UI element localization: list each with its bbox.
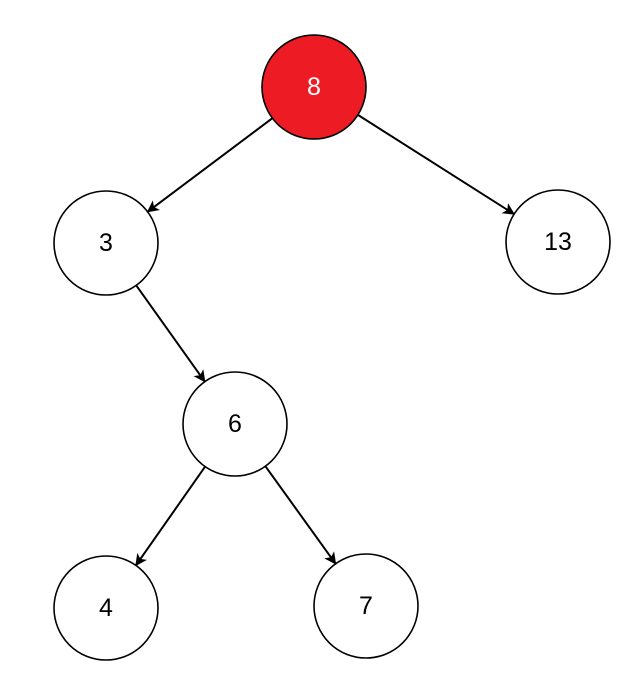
edge-n6-n7 (264, 465, 337, 565)
node-circle (313, 553, 419, 659)
node-circle (182, 371, 288, 477)
node-label: 3 (99, 229, 113, 257)
tree-node-6: 6 (182, 371, 288, 477)
node-label: 8 (307, 73, 321, 101)
node-circle (505, 189, 611, 295)
node-label: 4 (99, 594, 113, 622)
tree-node-7: 7 (313, 553, 419, 659)
edge-n6-n4 (135, 466, 206, 567)
edge-n3-n6 (135, 284, 206, 383)
highlighted-node-circle (261, 34, 367, 140)
tree-node-4: 4 (53, 555, 159, 661)
tree-node-3: 3 (53, 190, 159, 296)
tree-node-13: 13 (505, 189, 611, 295)
tree-node-8: 8 (261, 34, 367, 140)
nodes-layer: 8 3 13 6 4 7 (53, 34, 611, 661)
node-label: 6 (228, 410, 242, 438)
edge-n8-n13 (357, 114, 515, 215)
node-label: 13 (544, 228, 572, 256)
node-circle (53, 555, 159, 661)
node-circle (53, 190, 159, 296)
edge-n8-n3 (146, 117, 273, 213)
node-label: 7 (359, 592, 373, 620)
edges-layer (135, 114, 515, 567)
